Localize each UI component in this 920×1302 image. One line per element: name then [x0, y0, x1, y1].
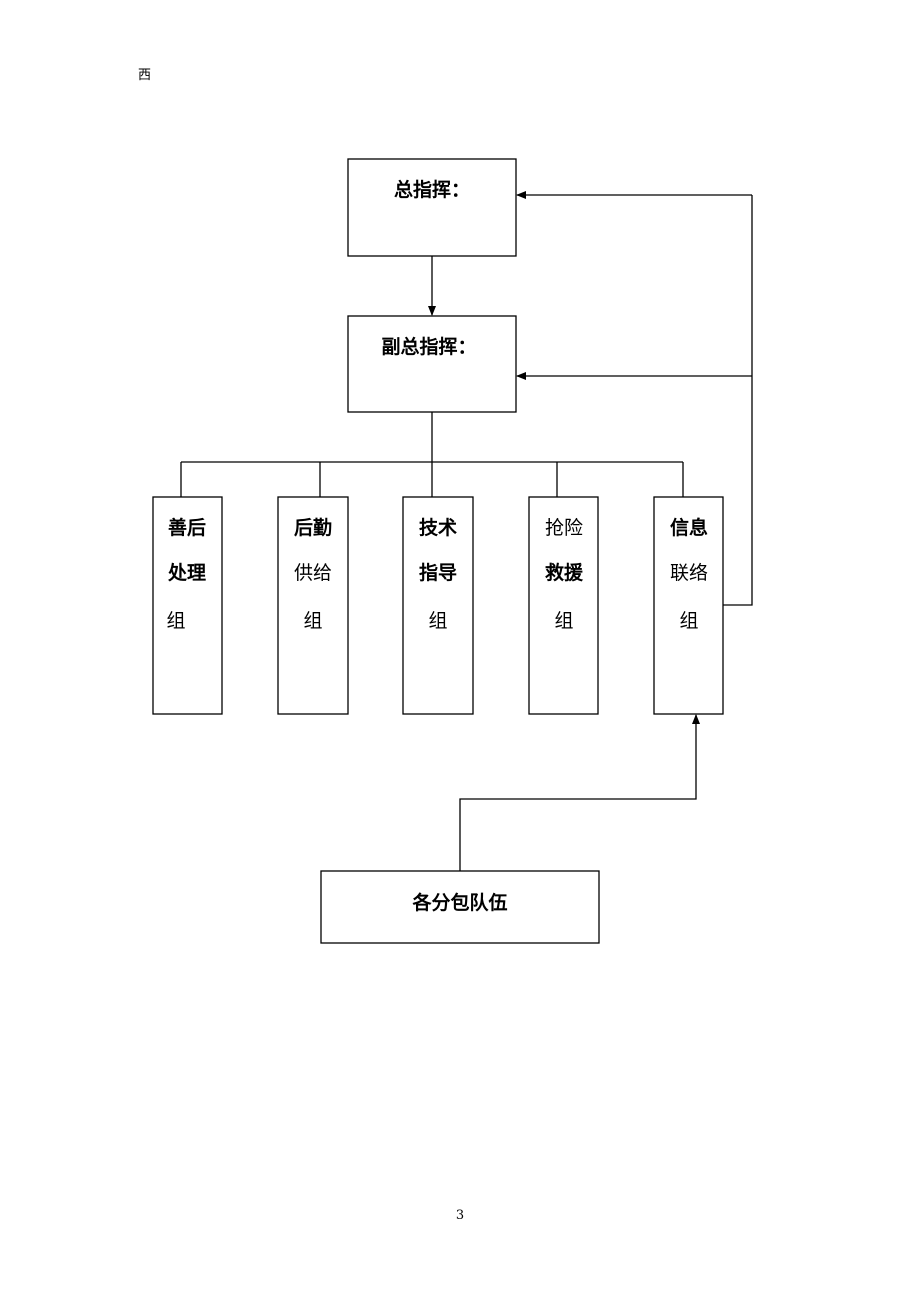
group-box-logistics: 后勤 供给 组: [277, 496, 349, 715]
group-aftermath-line-2: 处理: [167, 561, 206, 584]
group-box-rescue: 抢险 救援 组: [528, 496, 599, 715]
group-logistics-line-1: 后勤: [294, 516, 332, 539]
group-box-technical: 技术 指导 组: [402, 496, 474, 715]
group-logistics-line-3: 组: [303, 610, 322, 632]
group-rescue-line-2: 救援: [545, 561, 584, 584]
group-technical-line-1: 技术: [419, 516, 457, 539]
commander-box: [347, 158, 517, 257]
group-aftermath-line-3: 组: [166, 610, 185, 632]
subcontractors-to-communication-arrow: [459, 714, 700, 871]
group-communication-line-1: 信息: [670, 516, 708, 539]
group-aftermath-line-1: 善后: [168, 516, 206, 539]
deputy-commander-label: 副总指挥：: [381, 335, 476, 358]
group-logistics-line-2: 供给: [294, 562, 332, 584]
group-communication-line-3: 组: [679, 610, 698, 632]
group-technical-line-2: 指导: [419, 562, 457, 584]
subcontractors-box: [320, 870, 600, 944]
group-box-communication: 信息 联络 组: [653, 496, 724, 715]
subcontractors-label: 各分包队伍: [411, 891, 507, 914]
header-corner-char: 西: [138, 68, 152, 83]
group-communication-line-2: 联络: [670, 562, 708, 584]
feedback-line: [723, 195, 753, 606]
page-number: 3: [455, 1208, 465, 1223]
group-rescue-line-1: 抢险: [545, 517, 583, 539]
group-technical-line-3: 组: [428, 610, 447, 632]
group-box-aftermath: 善后 处理 组: [152, 496, 223, 715]
group-rescue-line-3: 组: [554, 610, 573, 632]
commander-label: 总指挥：: [394, 178, 470, 201]
deputy-commander-box: [347, 315, 517, 413]
